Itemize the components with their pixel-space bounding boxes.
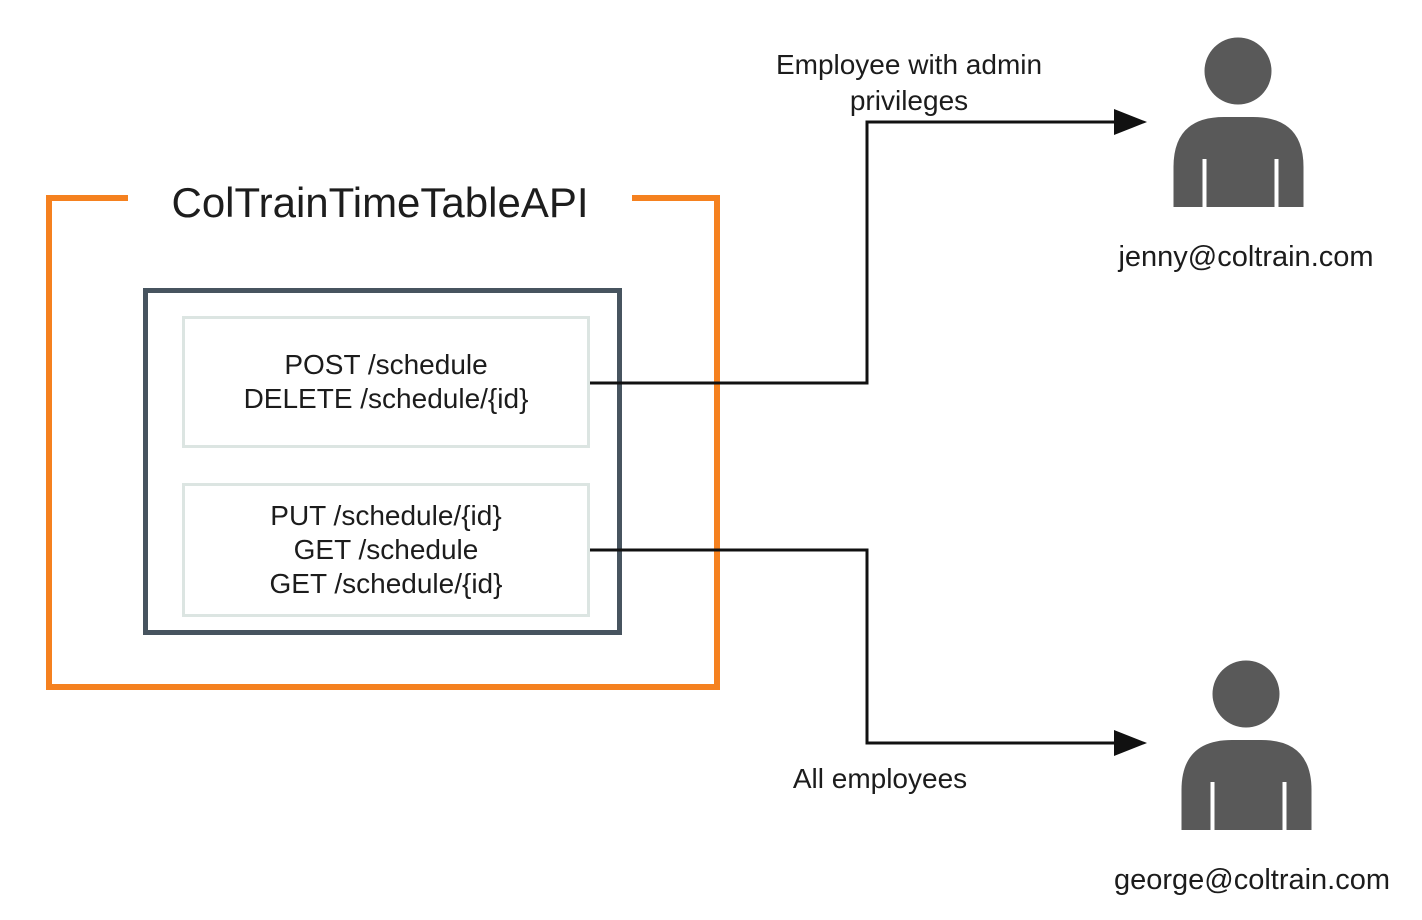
actor-email-jenny: jenny@coltrain.com — [1118, 241, 1374, 273]
endpoint-line: POST /schedule — [284, 349, 488, 380]
api-title: ColTrainTimeTableAPI — [128, 181, 632, 225]
connection-label-all: All employees — [792, 763, 968, 794]
endpoint-line: GET /schedule — [293, 534, 479, 565]
endpoint-group-admin: POST /schedule DELETE /schedule/{id} — [182, 316, 590, 448]
actor-email-george: george@coltrain.com — [1113, 864, 1391, 896]
endpoint-group-all: PUT /schedule/{id} GET /schedule GET /sc… — [182, 483, 590, 617]
arrowhead — [1114, 730, 1147, 756]
person-icon — [1173, 37, 1304, 207]
endpoint-line: PUT /schedule/{id} — [270, 500, 502, 531]
person-icon — [1181, 660, 1312, 830]
endpoint-line: DELETE /schedule/{id} — [243, 383, 529, 414]
connection-label-admin: Employee with admin privileges — [775, 49, 1043, 116]
arrowhead — [1114, 109, 1147, 135]
endpoint-line: GET /schedule/{id} — [269, 568, 503, 599]
